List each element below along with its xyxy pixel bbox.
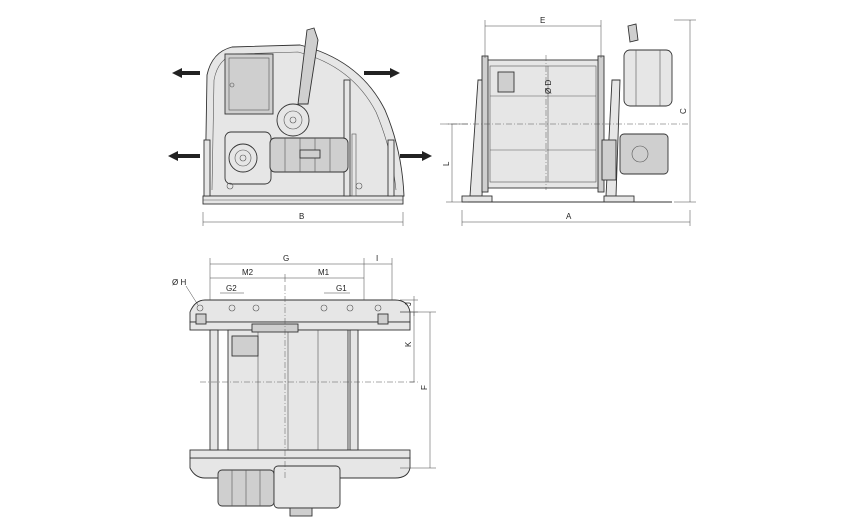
side-view: E Ø D A C L [440, 16, 696, 226]
dimension-label-a: A [566, 212, 572, 221]
dimension-label-d: Ø D [544, 80, 553, 94]
dimension-label-h: Ø H [172, 278, 186, 287]
top-view: G I M2 M1 G2 G1 Ø H J K F [172, 254, 436, 517]
dimension-label-k: K [404, 341, 413, 347]
dimension-label-m2: M2 [242, 268, 254, 277]
dimension-label-g2: G2 [226, 284, 237, 293]
dimension-label-i: I [376, 254, 378, 263]
dimension-label-f: F [420, 385, 429, 390]
dimension-label-c: C [679, 108, 688, 114]
dimension-label-g1: G1 [336, 284, 347, 293]
dimension-label-b: B [299, 212, 304, 221]
dimension-label-g: G [283, 254, 289, 263]
front-view: B [168, 27, 432, 226]
dimension-label-e: E [540, 16, 545, 25]
dimension-label-j: J [404, 302, 413, 306]
dimension-label-m1: M1 [318, 268, 330, 277]
dimension-label-l: L [442, 161, 451, 166]
